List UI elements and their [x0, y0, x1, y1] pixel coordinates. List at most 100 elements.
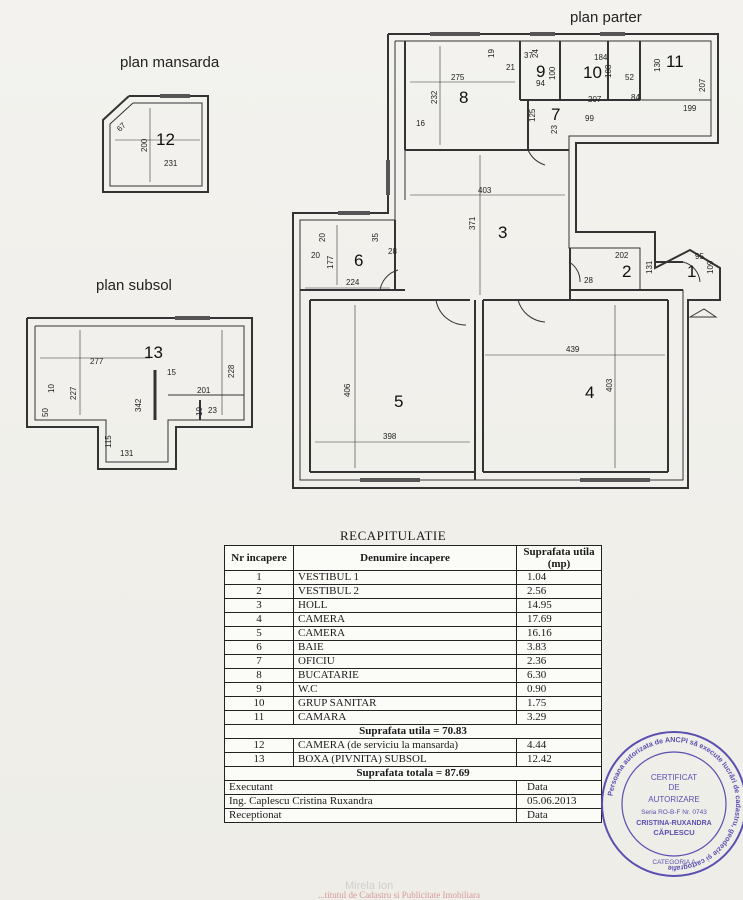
cell-name: BUCATARIE	[293, 668, 517, 683]
dim-108: 108	[604, 64, 613, 78]
cell-nr: 10	[224, 696, 294, 711]
cell-nr: 4	[224, 612, 294, 627]
dim-439: 439	[566, 345, 580, 354]
title-plan-subsol: plan subsol	[96, 277, 172, 294]
subtotal-row: Suprafata utila = 70.83	[224, 724, 602, 739]
dim-16: 16	[416, 119, 425, 128]
room-number-12: 12	[156, 130, 175, 149]
cell-nr: 12	[224, 738, 294, 753]
total: Suprafata totala = 87.69	[224, 766, 602, 781]
room-number-7: 7	[551, 105, 560, 124]
dim-21: 21	[506, 63, 515, 72]
executant-label: Executant	[224, 780, 517, 795]
stamp-line-3: AUTORIZARE	[648, 795, 699, 804]
total-row: Suprafata totala = 87.69	[224, 766, 602, 781]
cell-area: 12.42	[516, 752, 602, 767]
dim-184: 184	[594, 53, 608, 62]
dim-125: 125	[528, 108, 537, 122]
cell-area: 3.83	[516, 640, 602, 655]
room-number-11: 11	[666, 52, 684, 71]
recap-title: RECAPITULATIE	[340, 528, 447, 543]
cell-nr: 6	[224, 640, 294, 655]
room-number-2: 2	[622, 262, 631, 281]
cell-area: 16.16	[516, 626, 602, 641]
stamp-line-5: CRISTINA-RUXANDRA	[636, 820, 711, 827]
cell-area: 0.90	[516, 682, 602, 697]
cell-area: 2.56	[516, 584, 602, 599]
cell-name: W.C	[293, 682, 517, 697]
cell-area: 6.30	[516, 668, 602, 683]
cell-nr: 7	[224, 654, 294, 669]
executant-name: Ing. Caplescu Cristina Ruxandra	[224, 794, 517, 809]
cell-name: CAMERA	[293, 612, 517, 627]
dim-131: 131	[645, 260, 654, 274]
cell-area: 4.44	[516, 738, 602, 753]
cell-name: GRUP SANITAR	[293, 696, 517, 711]
cell-nr: 5	[224, 626, 294, 641]
title-plan-parter: plan parter	[570, 9, 642, 26]
plan-mansarda-outline	[102, 94, 209, 193]
dim-371: 371	[468, 216, 477, 230]
room-number-6: 6	[354, 251, 363, 270]
dim-24: 24	[531, 49, 540, 58]
dim-398: 398	[383, 432, 397, 441]
room-number-10: 10	[583, 63, 602, 82]
cell-area: 1.75	[516, 696, 602, 711]
cell-nr: 8	[224, 668, 294, 683]
dim-20: 20	[311, 251, 320, 260]
room-number-1: 1	[687, 262, 696, 281]
room-number-5: 5	[394, 392, 403, 411]
dim-277: 277	[90, 357, 104, 366]
room-number-8: 8	[459, 88, 468, 107]
header-area: Suprafata utila (mp)	[516, 545, 602, 571]
room-number-4: 4	[585, 383, 594, 402]
stamp-line-2: DE	[668, 783, 679, 792]
cell-area: 14.95	[516, 598, 602, 613]
cell-name: BAIE	[293, 640, 517, 655]
recap-table: Nr incapere Denumire incapere Suprafata …	[224, 545, 602, 823]
stamp-outer-ring	[601, 731, 743, 877]
executant-name-row: Ing. Caplescu Cristina Ruxandra 05.06.20…	[224, 794, 602, 809]
cell-name: CAMERA	[293, 626, 517, 641]
dim-20-b: 20	[318, 233, 327, 242]
authorization-stamp: Persoana autorizata de ANCPI să execute …	[601, 731, 743, 877]
dim-52: 52	[625, 73, 634, 82]
stamp-line-4: Seria RO-B-F Nr. 0743	[641, 809, 707, 816]
watermark: Mirela Ion	[345, 880, 394, 892]
dim-130: 130	[653, 58, 662, 72]
dim-50: 50	[41, 408, 50, 417]
executant-data-label: Data	[516, 780, 602, 795]
receptionat-row: Receptionat Data	[224, 808, 602, 823]
dim-207-b: 207	[698, 78, 707, 92]
room-number-9: 9	[536, 62, 545, 81]
dim-23-b: 23	[208, 406, 217, 415]
cell-nr: 9	[224, 682, 294, 697]
dim-228: 228	[227, 364, 236, 378]
dim-199: 199	[683, 104, 697, 113]
executant-date: 05.06.2013	[516, 794, 602, 809]
dim-231: 231	[164, 159, 178, 168]
cell-name: VESTIBUL 2	[293, 584, 517, 599]
title-plan-mansarda: plan mansarda	[120, 54, 220, 71]
dim-207: 207	[588, 95, 602, 104]
cell-area: 3.29	[516, 710, 602, 725]
header-nr: Nr incapere	[224, 545, 294, 571]
cell-area: 17.69	[516, 612, 602, 627]
receptionat-label: Receptionat	[224, 808, 517, 823]
dim-10: 10	[47, 384, 56, 393]
dim-406: 406	[343, 383, 352, 397]
cell-nr: 3	[224, 598, 294, 613]
dim-37: 37	[524, 51, 533, 60]
dim-201: 201	[197, 386, 211, 395]
dim-403: 403	[478, 186, 492, 195]
